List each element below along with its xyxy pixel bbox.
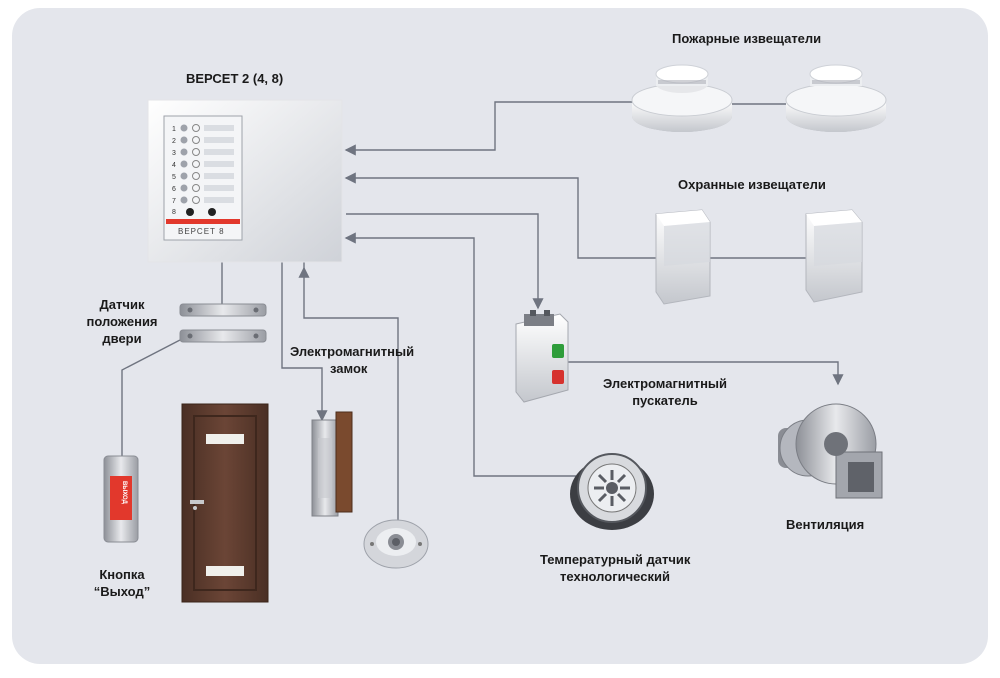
wire-starter [346, 213, 544, 310]
fire-detector-2 [785, 64, 887, 132]
em-starter-label-line: пускатель [632, 393, 698, 408]
temp-sensor-label-line: Температурный датчик [540, 552, 691, 567]
wire-exit-button [121, 339, 181, 456]
em-starter-device [515, 310, 569, 403]
temp-sensor-device [570, 453, 654, 530]
em-starter-label: Электромагнитный пускатель [600, 375, 730, 409]
zone-number: 7 [172, 198, 176, 205]
wire-temp-sensor [344, 232, 576, 477]
controller-label: ВЕРСЕТ 2 (4, 8) [186, 71, 284, 86]
zone-number: 6 [172, 186, 176, 193]
ventilation-fan [778, 403, 883, 499]
door-sensor-label-line: положения [86, 314, 158, 329]
ventilation-label: Вентиляция [786, 517, 865, 532]
wires [121, 101, 844, 520]
starter-green-button [552, 344, 564, 358]
starter-red-button [552, 370, 564, 384]
exit-button-device: ВЫХОД [103, 455, 139, 543]
controller-unit: 1 2 3 4 5 6 7 8 ВЕРСЕТ 8 [147, 99, 343, 263]
exit-button-label-line: Кнопка [99, 567, 145, 582]
door-position-sensor [179, 303, 267, 343]
em-lock-label: Электромагнитный замок [290, 343, 430, 377]
reader-device [363, 519, 429, 569]
fire-detector-1 [631, 64, 733, 132]
zone-number: 8 [172, 209, 176, 216]
wire-security-detectors [344, 172, 665, 259]
em-lock-label-line: Электромагнитный [290, 344, 415, 359]
security-detectors-label: Охранные извещатели [678, 177, 826, 192]
zone-number: 5 [172, 174, 176, 181]
exit-button-label: Кнопка “Выход” [84, 566, 160, 600]
zone-number: 2 [172, 138, 176, 145]
wire-fire-detectors [344, 101, 660, 156]
door-sensor-label-line: двери [102, 331, 142, 346]
zone-number: 1 [172, 126, 176, 133]
door-sensor-label-line: Датчик [99, 297, 145, 312]
em-lock-device [311, 411, 353, 517]
wire-reader [298, 266, 399, 520]
zone-number: 3 [172, 150, 176, 157]
security-detector-1 [655, 209, 711, 305]
controller-device-name: ВЕРСЕТ 8 [178, 227, 225, 236]
exit-button-text: ВЫХОД [121, 481, 127, 505]
em-lock-label-line: замок [330, 361, 368, 376]
wire-ventilation [566, 361, 844, 386]
door [181, 403, 269, 603]
security-detector-2 [805, 209, 863, 303]
temp-sensor-label: Температурный датчик технологический [540, 551, 690, 585]
temp-sensor-label-line: технологический [560, 569, 670, 584]
door-sensor-label: Датчик положения двери [76, 296, 168, 347]
zone-indicators: 1 2 3 4 5 6 7 8 [172, 124, 234, 216]
em-starter-label-line: Электромагнитный [602, 376, 728, 391]
wire-em-lock [281, 262, 328, 422]
fire-detectors-label: Пожарные извещатели [672, 31, 822, 46]
exit-button-label-line: “Выход” [93, 584, 151, 599]
zone-number: 4 [172, 162, 176, 169]
panel-red-strip [166, 219, 240, 224]
